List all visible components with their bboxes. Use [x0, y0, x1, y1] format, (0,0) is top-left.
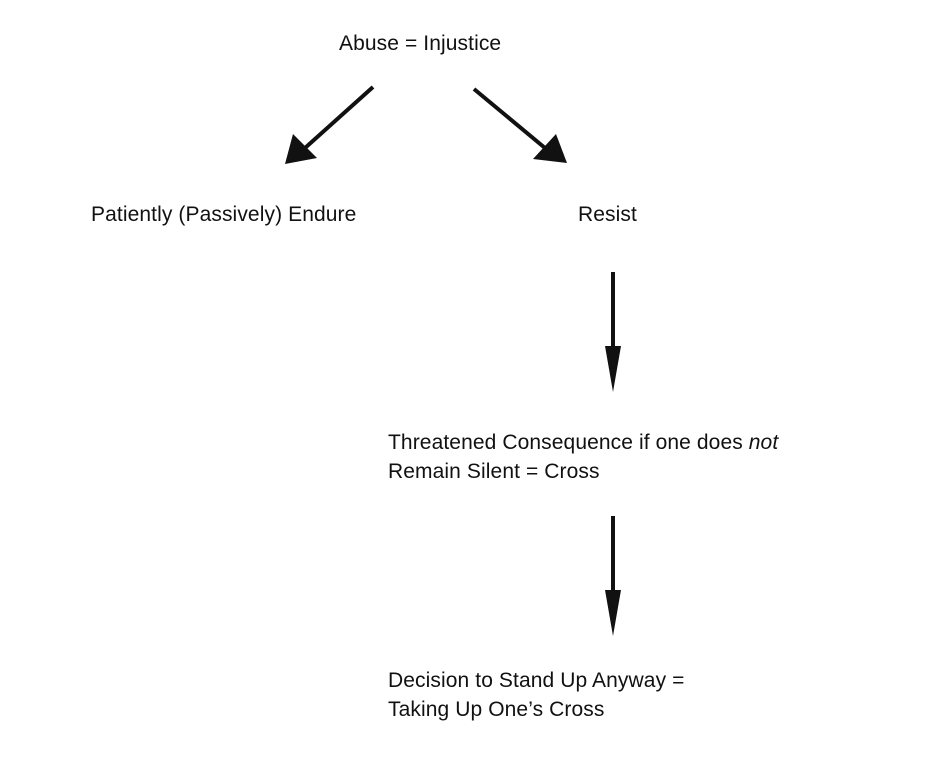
edge-abuse-to-endure	[285, 85, 375, 164]
node-threatened-consequence: Threatened Consequence if one does not R…	[388, 428, 778, 486]
edge-abuse-to-resist	[472, 87, 567, 163]
node-threat-line-1-text: Threatened Consequence if one does	[388, 431, 749, 454]
node-threat-emphasis: not	[748, 431, 779, 454]
node-abuse-label: Abuse = Injustice	[339, 32, 502, 55]
node-endure-label: Patiently (Passively) Endure	[91, 203, 357, 226]
node-threat-line-2: Remain Silent = Cross	[388, 460, 600, 483]
edge-resist-to-threat	[605, 272, 621, 392]
node-decision-line-1: Decision to Stand Up Anyway =	[388, 669, 685, 692]
node-decision-line-2: Taking Up One’s Cross	[388, 698, 605, 721]
node-resist-label: Resist	[578, 203, 637, 226]
node-resist: Resist	[578, 200, 637, 229]
node-abuse-injustice: Abuse = Injustice	[339, 29, 501, 58]
edge-threat-to-decision	[605, 516, 621, 636]
node-patiently-endure: Patiently (Passively) Endure	[91, 200, 356, 229]
node-threat-line-1: Threatened Consequence if one does not	[388, 428, 778, 457]
node-decision-stand-up: Decision to Stand Up Anyway = Taking Up …	[388, 666, 684, 724]
